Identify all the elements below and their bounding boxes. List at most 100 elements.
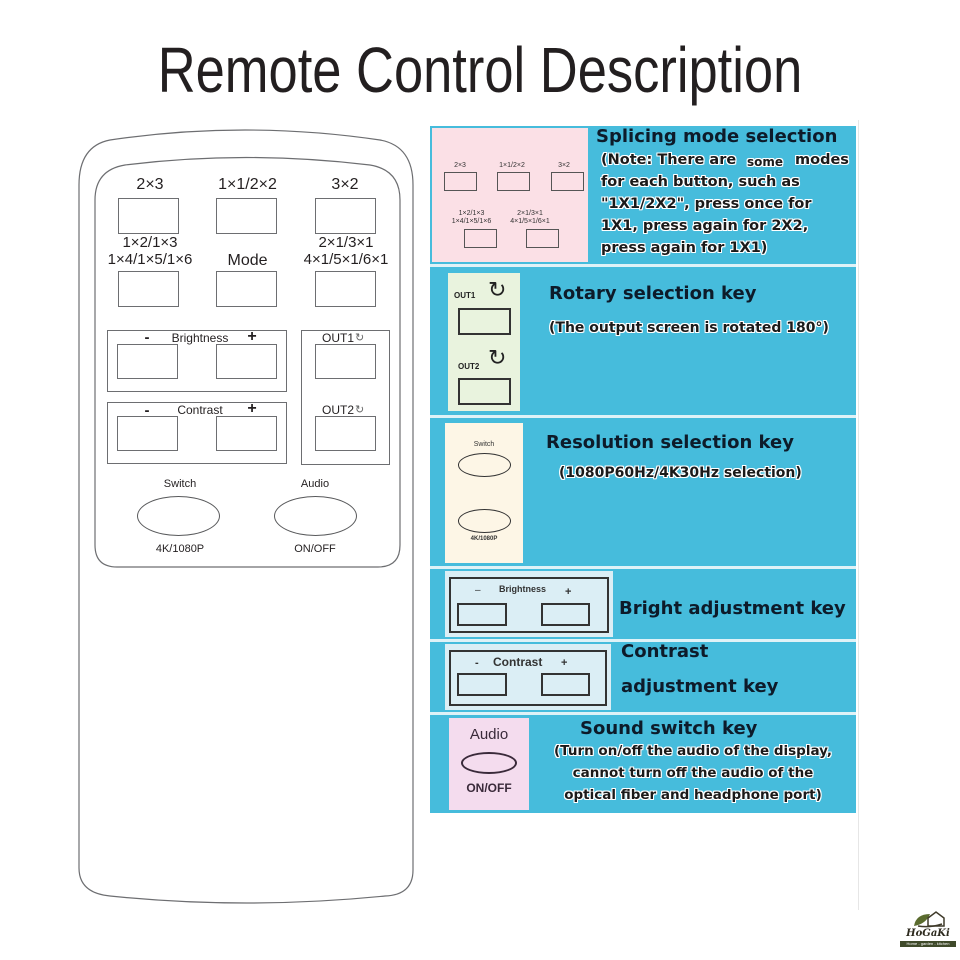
contrast-inset: - Contrast + [445, 644, 611, 710]
button-1x1-2x2[interactable] [216, 198, 277, 234]
rotary-subtitle: (The output screen is rotated 180°) [549, 320, 829, 336]
mini-resolution-label: 4K/1080P [470, 536, 498, 542]
btn-label-3x2: 3×2 [331, 176, 359, 193]
mini-plus: + [561, 657, 568, 669]
out2-rotate-button[interactable] [315, 416, 376, 451]
audio-toggle-button[interactable] [274, 496, 357, 536]
mini-button [464, 229, 497, 248]
remote-diagram: 2×3 1×1/2×2 3×2 1×2/1×3 1×4/1×5/1×6 Mode… [0, 0, 430, 960]
audio-label: Audio [300, 478, 330, 490]
button-mode[interactable] [216, 271, 277, 307]
brightness-group [107, 330, 287, 392]
mini-label: 1×2/1×3 1×4/1×5/1×6 [444, 210, 499, 226]
mini-contrast-label: Contrast [493, 655, 543, 669]
rotate-icon: ↻ [488, 345, 507, 370]
mini-onoff-label: ON/OFF [466, 781, 512, 795]
mini-label-line: 2×1/3×1 [517, 210, 543, 217]
mini-oval-button [461, 752, 517, 774]
mini-button [526, 229, 559, 248]
btn-label-horizontal-modes: 2×1/3×1 4×1/5×1/6×1 [290, 234, 402, 268]
resolution-subtitle: (1080P60Hz/4K30Hz selection) [559, 465, 802, 481]
splicing-note-emphasis: some [747, 155, 784, 169]
brightness-plus-label: + [247, 328, 257, 345]
button-3x2[interactable] [315, 198, 376, 234]
mini-button [551, 172, 584, 191]
brightness-plus-button[interactable] [216, 344, 277, 379]
mini-label: 3×2 [558, 162, 570, 169]
brand-logo: HoGaKi Home - garden - kitchen [898, 908, 958, 952]
splicing-note-line: 1X1, press again for 2X2, [601, 218, 809, 234]
brightness-minus-label: - [144, 329, 150, 346]
splicing-note-line: press again for 1X1) [601, 240, 768, 256]
resolution-title: Resolution selection key [546, 432, 794, 453]
rotary-title: Rotary selection key [549, 283, 757, 304]
mini-oval-button [458, 453, 511, 477]
sound-desc-line: optical fiber and headphone port) [564, 787, 822, 803]
switch-resolution-button[interactable] [137, 496, 220, 536]
mini-out2-label: OUT2 [458, 362, 480, 371]
switch-label: Switch [163, 478, 197, 490]
mini-button [457, 603, 507, 626]
divider [430, 415, 856, 418]
brightness-title: Bright adjustment key [619, 598, 846, 619]
label-line: 1×2/1×3 [122, 234, 178, 251]
label-line: 2×1/3×1 [318, 234, 374, 251]
button-2x3[interactable] [118, 198, 179, 234]
mini-label-line: 1×4/1×5/1×6 [451, 218, 492, 225]
remote-outline [78, 129, 414, 904]
mini-group [449, 577, 609, 633]
contrast-title-line1: Contrast [621, 641, 709, 662]
out1-rotate-button[interactable] [315, 344, 376, 379]
sound-desc-line: (Turn on/off the audio of the display, [553, 743, 833, 759]
contrast-plus-label: + [247, 400, 257, 417]
splicing-title: Splicing mode selection [596, 126, 838, 147]
mini-plus: + [565, 586, 572, 598]
mini-label: 1×1/2×2 [499, 162, 525, 169]
mini-brightness-label: Brightness [499, 584, 547, 594]
mini-minus: - [475, 657, 479, 669]
mini-label: 2×1/3×1 4×1/5×1/6×1 [500, 210, 560, 226]
out2-label: OUT2 [321, 403, 354, 417]
contrast-minus-button[interactable] [117, 416, 178, 451]
rotate-icon: ↻ [355, 332, 365, 344]
mini-label-line: 1×2/1×3 [458, 210, 485, 217]
mini-button [458, 308, 511, 335]
resolution-label: 4K/1080P [155, 543, 205, 555]
mini-switch-label: Switch [473, 441, 495, 448]
sound-inset: Audio ON/OFF [449, 718, 529, 810]
divider [858, 120, 859, 910]
splicing-note-line: for each button, such as [601, 174, 800, 190]
contrast-plus-button[interactable] [216, 416, 277, 451]
button-horizontal-modes[interactable] [315, 271, 376, 307]
splicing-inset: 2×3 1×1/2×2 3×2 1×2/1×3 1×4/1×5/1×6 2×1/… [432, 128, 588, 262]
divider [430, 264, 856, 267]
mini-oval-button [458, 509, 511, 533]
btn-label-mode: Mode [227, 252, 268, 269]
sound-title: Sound switch key [580, 718, 758, 739]
rotary-inset: OUT1 ↻ OUT2 ↻ [448, 273, 520, 411]
mini-button [497, 172, 530, 191]
sound-desc-line: cannot turn off the audio of the [572, 765, 814, 781]
btn-label-1x1-2x2: 1×1/2×2 [218, 176, 277, 193]
splicing-note-line: "1X1/2X2", press once for [601, 196, 812, 212]
button-vertical-modes[interactable] [118, 271, 179, 307]
leaf-house-icon [914, 911, 945, 928]
mini-label: 2×3 [454, 162, 466, 169]
out1-label: OUT1 [321, 331, 354, 345]
logo-tagline: Home - garden - kitchen [900, 941, 956, 947]
divider [430, 566, 856, 569]
contrast-label: Contrast [177, 403, 223, 417]
mini-minus: – [475, 585, 481, 596]
mini-out1-label: OUT1 [454, 291, 476, 300]
mini-group [449, 650, 607, 706]
audio-onoff-label: ON/OFF [294, 543, 336, 555]
mini-button [444, 172, 477, 191]
contrast-title-line2: adjustment key [621, 676, 779, 697]
rotate-icon: ↻ [488, 277, 507, 302]
contrast-group [107, 402, 287, 464]
brightness-minus-button[interactable] [117, 344, 178, 379]
mini-button [541, 603, 590, 626]
label-line: 1×4/1×5/1×6 [107, 251, 193, 268]
resolution-inset: Switch 4K/1080P [445, 423, 523, 563]
rotation-group [301, 330, 390, 465]
